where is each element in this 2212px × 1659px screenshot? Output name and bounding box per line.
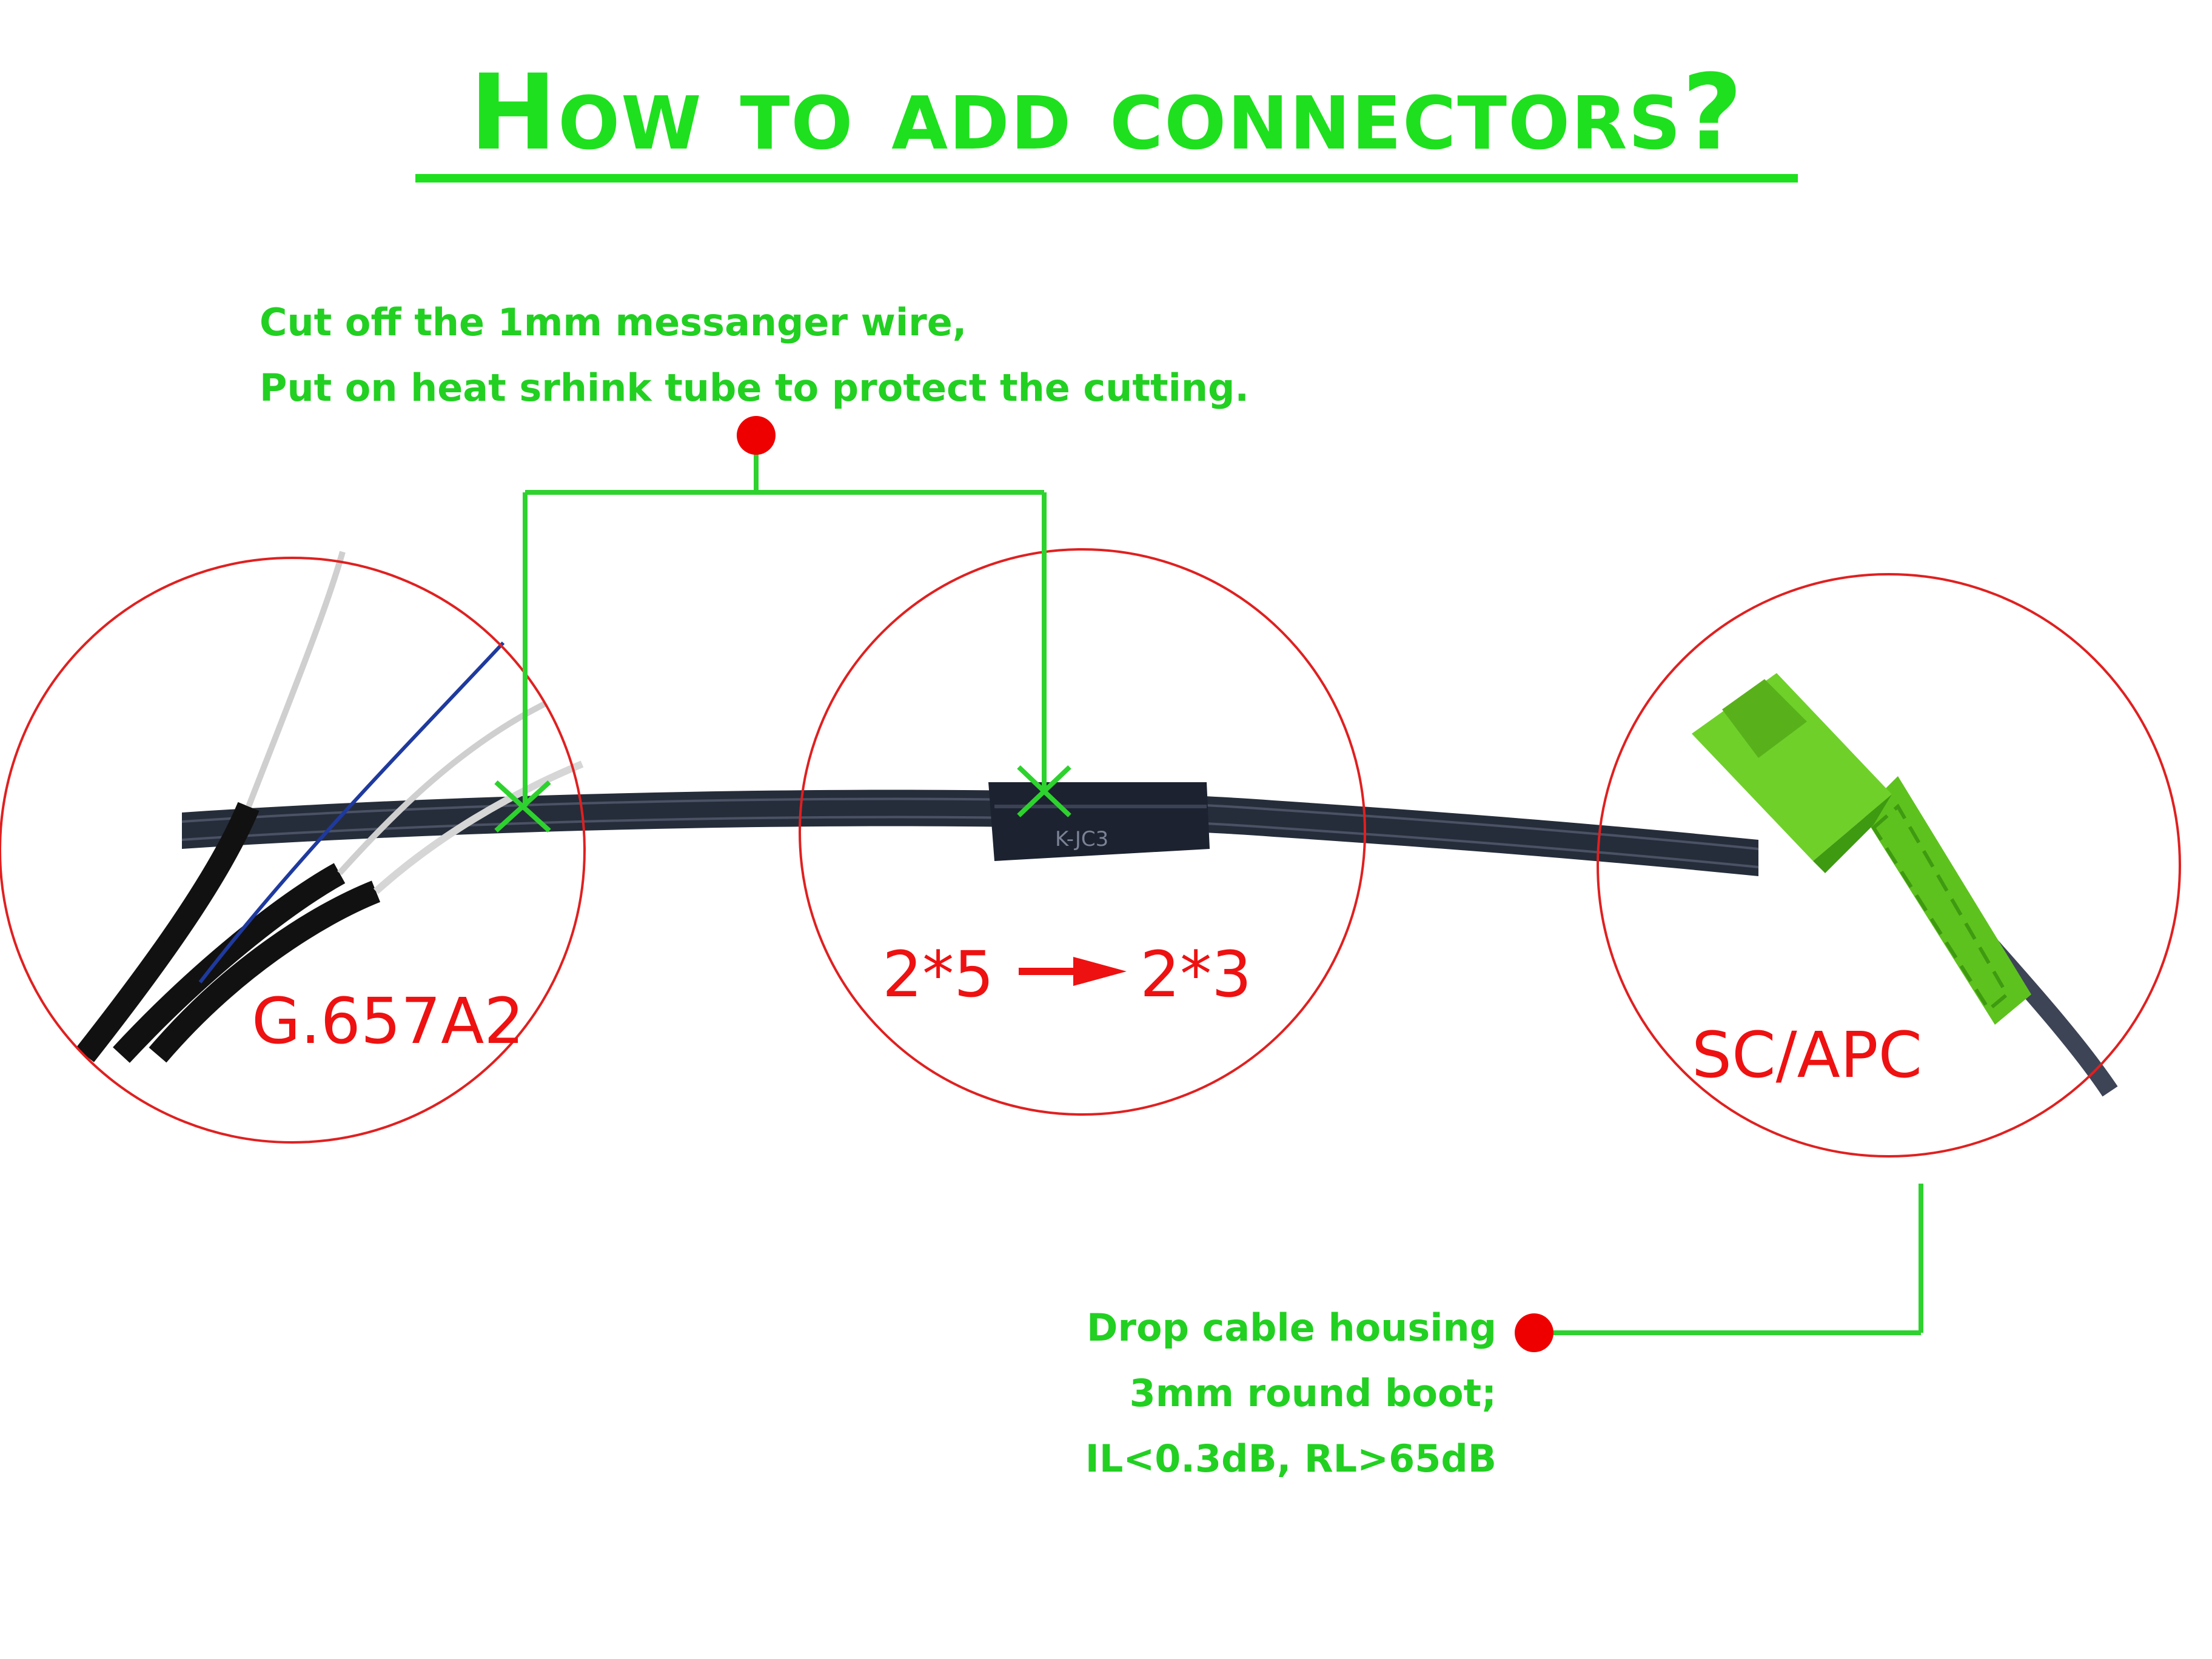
bottom-leader — [1534, 1184, 1923, 1335]
top-bracket-leader — [523, 437, 1047, 806]
top-note-line-2: Put on heat srhink tube to protect the c… — [260, 366, 1249, 410]
connector-type-label: SC/APC — [1692, 1018, 1923, 1092]
middle-detail-circle — [799, 548, 1366, 1116]
title-underline — [415, 174, 1798, 183]
drop-cable — [181, 789, 1759, 876]
bottom-note-line-2: 3mm round boot; — [1129, 1371, 1496, 1415]
stripped-fibers — [76, 551, 584, 1063]
size-to-label: 2*3 — [1140, 937, 1252, 1011]
page-title: How to add connectors? — [469, 52, 1744, 173]
fiber-type-label: G.657A2 — [252, 984, 525, 1058]
sc-apc-connector — [1692, 673, 2118, 1097]
svg-text:K-JC3: K-JC3 — [1055, 827, 1108, 851]
size-from-label: 2*5 — [882, 937, 994, 1011]
bottom-callout-dot-icon — [1515, 1313, 1553, 1352]
bottom-note-line-3: IL<0.3dB, RL>65dB — [1085, 1436, 1496, 1481]
cut-mark-middle-icon — [1017, 765, 1071, 817]
heat-shrink-tube: K-JC3 — [988, 782, 1210, 861]
conversion-arrow-icon — [1019, 957, 1127, 986]
bottom-spec-note: Drop cable housing 3mm round boot; IL<0.… — [1085, 1295, 1496, 1492]
top-note-line-1: Cut off the 1mm messanger wire, — [260, 300, 967, 344]
left-detail-circle — [0, 557, 586, 1144]
right-detail-circle — [1597, 573, 2181, 1158]
bottom-note-line-1: Drop cable housing — [1086, 1305, 1496, 1350]
cut-mark-left-icon — [494, 780, 551, 833]
top-instruction-note: Cut off the 1mm messanger wire, Put on h… — [260, 290, 1249, 421]
top-callout-dot-icon — [737, 416, 776, 455]
